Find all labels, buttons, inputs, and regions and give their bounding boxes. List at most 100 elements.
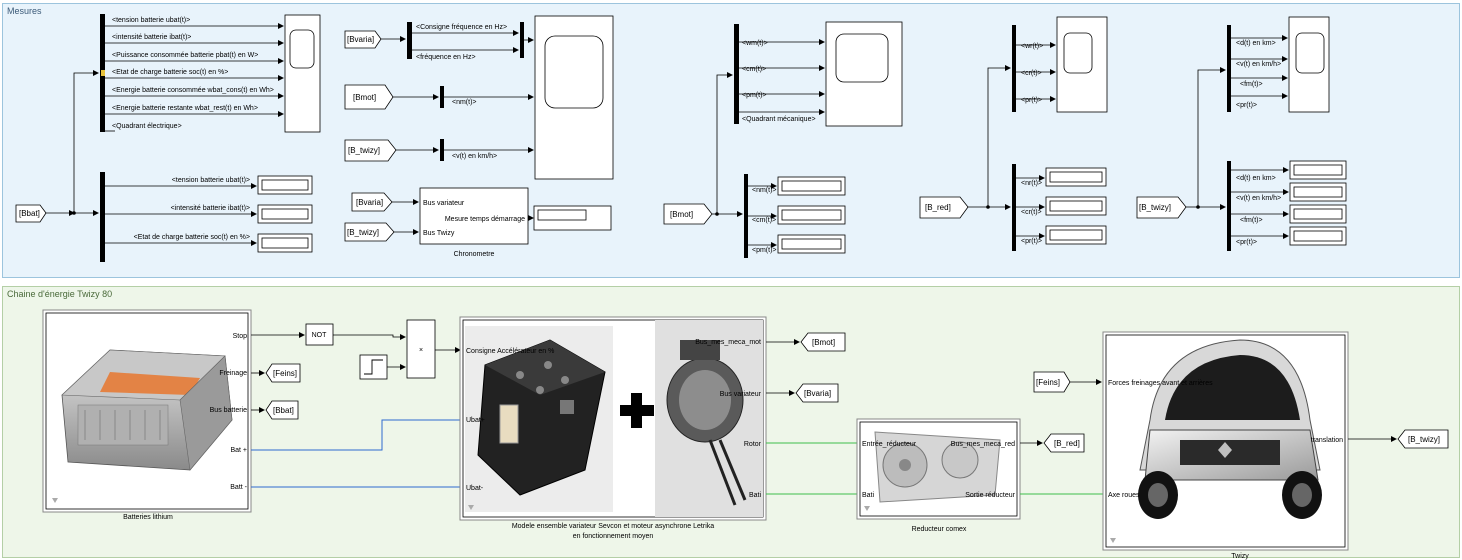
display-mot-nm[interactable] <box>778 177 845 195</box>
display-chronometre[interactable] <box>534 206 611 230</box>
bus-selector-twizy-scope[interactable] <box>1227 25 1231 112</box>
step-block[interactable] <box>360 355 387 379</box>
svg-text:<pm(t)>: <pm(t)> <box>752 247 777 254</box>
display-mot-cm[interactable] <box>778 206 845 224</box>
svg-text:<v(t) en km/h>: <v(t) en km/h> <box>1236 195 1281 202</box>
svg-text:Bus_mes_meca_mot: Bus_mes_meca_mot <box>695 339 761 346</box>
scope-reducteur[interactable] <box>1057 17 1107 112</box>
svg-text:<fm(t)>: <fm(t)> <box>1240 217 1263 224</box>
display-red-nr[interactable] <box>1046 168 1106 186</box>
svg-text:Mesure temps démarrage: Mesure temps démarrage <box>445 216 525 223</box>
bus-selector-batt-display[interactable] <box>100 172 105 262</box>
svg-text:<intensité batterie ibat(t)>: <intensité batterie ibat(t)> <box>171 205 250 212</box>
svg-text:<cr(t)>: <cr(t)> <box>1021 70 1042 77</box>
from-tag-bbat[interactable]: [Bbat] <box>16 205 46 222</box>
svg-text:Sortie réducteur: Sortie réducteur <box>965 492 1015 499</box>
bus-selector-v[interactable] <box>440 139 444 161</box>
reducteur-block[interactable]: Entrée_réducteur Bati Bus_mes_meca_red S… <box>857 419 1020 519</box>
from-tag-btwizy-2[interactable]: [B_twizy] <box>345 223 394 241</box>
svg-text:<Puissance consommée batterie: <Puissance consommée batterie pbat(t) en… <box>112 52 258 59</box>
svg-text:Bus variateur: Bus variateur <box>720 391 762 398</box>
svg-text:<nr(t)>: <nr(t)> <box>1021 180 1042 187</box>
svg-text:Ubat+: Ubat+ <box>466 417 485 424</box>
bus-selector-twizy-display[interactable] <box>1227 161 1231 251</box>
display-twizy-pr[interactable] <box>1290 227 1346 245</box>
goto-bbat[interactable]: [Bbat] <box>251 401 298 419</box>
from-tag-feins[interactable]: [Feins] <box>1034 372 1070 392</box>
chronometre-block[interactable]: Bus variateur Bus Twizy Mesure temps dém… <box>420 188 528 244</box>
display-batt-ibat[interactable] <box>258 205 312 223</box>
svg-text:<pr(t)>: <pr(t)> <box>1021 238 1042 245</box>
mot-display-signals: <nm(t)> <cm(t)> <pm(t)> <box>748 186 777 254</box>
batteries-block[interactable]: Stop Freinage Bus batterie Bat + Batt - <box>43 310 251 512</box>
from-tag-btwizy-1[interactable]: [B_twizy] <box>345 140 396 161</box>
display-twizy-fm[interactable] <box>1290 205 1346 223</box>
svg-text:[B_twizy]: [B_twizy] <box>347 228 379 237</box>
svg-text:[Feins]: [Feins] <box>1036 378 1060 387</box>
from-tag-btwizy-3[interactable]: [B_twizy] <box>1137 197 1186 218</box>
svg-text:×: × <box>419 347 423 354</box>
product-block[interactable]: × <box>407 320 435 378</box>
svg-text:[B_red]: [B_red] <box>1054 439 1080 448</box>
bus-selector-mot-scope[interactable] <box>734 24 739 124</box>
svg-text:<cm(t)>: <cm(t)> <box>742 66 766 73</box>
svg-text:[Bvaria]: [Bvaria] <box>347 35 374 44</box>
display-red-cr[interactable] <box>1046 197 1106 215</box>
twizy-block[interactable]: Forces freinages avant et arrières Axe r… <box>1103 332 1348 550</box>
display-twizy-d[interactable] <box>1290 161 1346 179</box>
svg-text:<cr(t)>: <cr(t)> <box>1021 209 1042 216</box>
display-twizy-v[interactable] <box>1290 183 1346 201</box>
svg-text:Consigne Accélérateur en %: Consigne Accélérateur en % <box>466 348 554 355</box>
svg-text:Bati: Bati <box>749 492 762 499</box>
svg-text:Rotor: Rotor <box>744 441 762 448</box>
bus-selector-mot-display[interactable] <box>744 174 748 258</box>
display-mot-pm[interactable] <box>778 235 845 253</box>
goto-bmot[interactable]: [Bmot] <box>766 333 845 351</box>
svg-text:<d(t) en km>: <d(t) en km> <box>1236 175 1276 182</box>
from-tag-bvaria-2[interactable]: [Bvaria] <box>352 193 392 211</box>
bus-selector-red-display[interactable] <box>1012 164 1016 251</box>
moteur-label-2: en fonctionnement moyen <box>573 533 654 540</box>
scope-variateur[interactable] <box>535 16 613 179</box>
svg-text:<tension batterie ubat(t)>: <tension batterie ubat(t)> <box>172 177 250 184</box>
scope-batterie[interactable] <box>285 15 320 132</box>
svg-text:[Bmot]: [Bmot] <box>670 210 693 219</box>
bus-selector-nm[interactable] <box>440 86 444 108</box>
scope-moteur[interactable] <box>826 22 902 126</box>
display-red-pr[interactable] <box>1046 226 1106 244</box>
from-tag-bmot-2[interactable]: [Bmot] <box>664 204 712 224</box>
bus-selector-variateur[interactable] <box>407 22 412 59</box>
red-scope-signals: <wr(t)> <cr(t)> <pr(t)> <box>1016 43 1055 104</box>
goto-btwizy[interactable]: [B_twizy] <box>1348 430 1448 448</box>
batteries-label: Batteries lithium <box>123 514 173 521</box>
svg-text:[Bmot]: [Bmot] <box>353 93 376 102</box>
from-tag-bvaria-1[interactable]: [Bvaria] <box>345 31 381 48</box>
moteur-variateur-block[interactable]: Consigne Accélérateur en % Ubat+ Ubat- B… <box>460 317 766 520</box>
svg-text:[B_twizy]: [B_twizy] <box>1139 203 1171 212</box>
goto-bred[interactable]: [B_red] <box>1020 434 1084 452</box>
mux-variateur[interactable] <box>520 22 524 58</box>
svg-text:<intensité batterie ibat(t)>: <intensité batterie ibat(t)> <box>112 34 191 41</box>
svg-text:[B_twizy]: [B_twizy] <box>348 146 380 155</box>
svg-text:Freinage: Freinage <box>219 370 247 377</box>
from-tag-bred-1[interactable]: [B_red] <box>920 197 968 218</box>
display-batt-ubat[interactable] <box>258 176 312 194</box>
bus-selector-red-scope[interactable] <box>1012 25 1016 112</box>
from-tag-bmot-1[interactable]: [Bmot] <box>345 85 393 109</box>
svg-text:translation: translation <box>1311 437 1343 444</box>
svg-text:<v(t) en km/h>: <v(t) en km/h> <box>1236 61 1281 68</box>
svg-text:[Bvaria]: [Bvaria] <box>356 198 383 207</box>
svg-text:NOT: NOT <box>312 332 328 339</box>
svg-text:[Feins]: [Feins] <box>273 369 297 378</box>
scope-twizy[interactable] <box>1289 17 1329 112</box>
not-block[interactable]: NOT <box>306 324 333 345</box>
svg-text:Stop: Stop <box>233 333 248 340</box>
svg-text:[B_twizy]: [B_twizy] <box>1408 435 1440 444</box>
goto-feins[interactable]: [Feins] <box>251 364 300 382</box>
display-batt-soc[interactable] <box>258 234 312 252</box>
svg-text:<pr(t)>: <pr(t)> <box>1021 97 1042 104</box>
svg-text:<pr(t)>: <pr(t)> <box>1236 239 1257 246</box>
svg-text:<fréquence en Hz>: <fréquence en Hz> <box>416 54 476 61</box>
svg-text:[Bbat]: [Bbat] <box>273 406 294 415</box>
goto-bvaria[interactable]: [Bvaria] <box>766 384 838 402</box>
